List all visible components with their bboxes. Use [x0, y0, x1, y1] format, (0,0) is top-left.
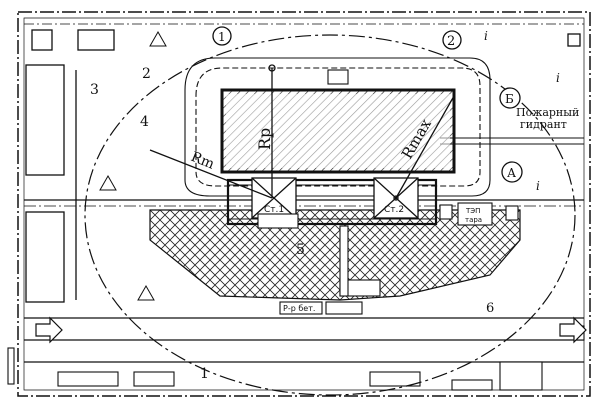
marker-1: 1 [200, 366, 209, 382]
marker-3: 3 [90, 82, 99, 98]
rm-label: Rm [189, 149, 217, 173]
crane-1 [251, 177, 297, 219]
right-side-box [567, 33, 581, 47]
crane-1-label: Ст.1 [264, 205, 284, 215]
hydrant-markers [212, 26, 523, 183]
direction-i-road: i [536, 179, 540, 193]
temporary-road [184, 57, 491, 197]
crane-reach-boundary [84, 34, 576, 396]
marker-6: 6 [486, 301, 494, 316]
mortar-label: Р-р бет. [283, 304, 315, 313]
direction-i-right: i [556, 71, 560, 85]
direction-i-top: i [484, 29, 488, 43]
left-storage-areas [25, 29, 581, 303]
crane-danger-zone [149, 209, 521, 301]
hydrant-label-line1: Пожарный [516, 106, 579, 119]
circle-marker-1: 1 [218, 30, 226, 44]
storage-left-top [25, 64, 65, 176]
rp-label: Rp [255, 128, 274, 150]
marker-4: 4 [140, 114, 149, 130]
hydrant-label-line2: гидрант [520, 118, 567, 131]
gate-top-left [31, 29, 53, 51]
hydrant-a-label: А [507, 166, 516, 180]
mortar-box [279, 301, 323, 315]
site-structures [7, 69, 585, 391]
crane-2-label: Ст.2 [384, 205, 404, 215]
tap-box [457, 202, 493, 226]
circle-marker-2: 2 [447, 34, 455, 49]
hut-top [77, 29, 115, 51]
marker-2: 2 [142, 66, 151, 82]
hydrant-b-label: Б [505, 92, 514, 106]
marker-5: 5 [296, 242, 305, 258]
tap-label: ТЭП [465, 207, 480, 215]
entry-arrows [35, 316, 587, 344]
storage-left-bottom [25, 211, 65, 303]
radius-lines [149, 64, 455, 201]
site-fence [17, 11, 591, 397]
warning-signs [99, 30, 167, 301]
tara-label: тара [465, 216, 482, 224]
